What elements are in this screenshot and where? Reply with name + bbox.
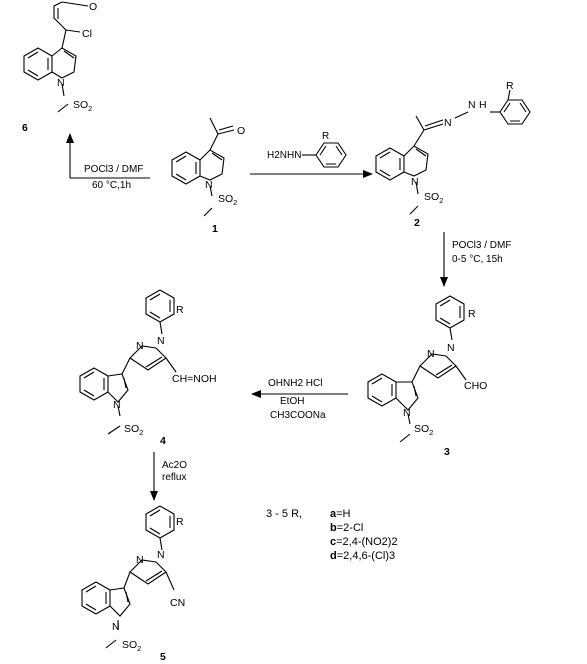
compound-4-number: 4 (160, 435, 166, 447)
legend-a: a=H (330, 508, 351, 520)
c5-nitrogen: N (112, 621, 120, 633)
to4-line1: OHNH2 HCl (268, 378, 322, 389)
legend-c: c=2,4-(NO2)2 (330, 536, 398, 548)
c3-cho: CHO (464, 380, 487, 392)
c5-r: R (176, 516, 184, 528)
hydrazine-r: R (322, 131, 329, 142)
c4-r: R (176, 304, 184, 316)
substituent-legend: 3 - 5 R, a=H b=2-Cl c=2,4-(NO2)2 d=2,4,6… (266, 508, 398, 562)
compound-6-number: 6 (22, 122, 28, 134)
phenylhydrazine-reagent: H2NHN R (267, 131, 347, 168)
c3-so2: SO2 (414, 423, 433, 437)
c2-nitrogen: N (411, 176, 419, 188)
c6-cho-bond (61, 1, 89, 7)
c2-n2: N (468, 99, 476, 111)
compound-1-number: 1 (212, 223, 218, 235)
c2-h: H (479, 99, 487, 111)
c3-n1: N (447, 342, 455, 354)
c4-so2: SO2 (124, 423, 143, 437)
compound-2-number: 2 (414, 217, 420, 229)
c5-so2: SO2 (122, 639, 141, 653)
c1-oxygen: O (237, 125, 245, 137)
to6-line1: POCl3 / DMF (84, 164, 143, 175)
to5-line1: Ac2O (162, 460, 187, 471)
c4-nitrogen: N (113, 399, 121, 411)
c3-nitrogen: N (403, 407, 411, 419)
hydrazine-label: H2NHN (267, 150, 301, 161)
compound-3-number: 3 (444, 446, 450, 458)
to4-line2: EtOH (280, 396, 304, 407)
compound-3: R N N CHO N SO2 3 (367, 295, 487, 458)
c1-so2: SO2 (218, 193, 237, 207)
c6-chlorine: Cl (82, 28, 92, 40)
c5-n2: N (136, 554, 144, 566)
c5-n1: N (157, 549, 165, 561)
legend-b: b=2-Cl (330, 522, 363, 534)
to3-line2: 0-5 °C, 15h (452, 254, 503, 265)
c1-nitrogen: N (205, 179, 213, 191)
c4-n2: N (136, 340, 144, 352)
c2-n1: N (444, 117, 452, 129)
compound-4: R N N CH=NOH N SO2 4 (79, 289, 217, 447)
to4-line3: CH3COONa (270, 410, 326, 421)
to3-line1: POCl3 / DMF (452, 240, 511, 251)
compound-2: N N H R N SO2 2 (375, 80, 531, 229)
c6-so2: SO2 (73, 99, 92, 113)
compound-5-number: 5 (160, 651, 166, 663)
c4-oxime: CH=NOH (172, 373, 217, 385)
compound-1: O N SO2 1 (171, 117, 245, 235)
legend-d: d=2,4,6-(Cl)3 (330, 550, 395, 562)
legend-head: 3 - 5 R, (266, 508, 302, 520)
c6-oxygen: O (89, 1, 97, 13)
compound-6: O Cl N SO2 6 (22, 1, 97, 134)
compound-5: R N N CN N SO2 5 (81, 505, 185, 663)
to5-line2: reflux (162, 472, 186, 483)
to6-line2: 60 °C,1h (92, 180, 131, 191)
c6-nitrogen: N (57, 77, 65, 89)
c3-r: R (468, 308, 476, 320)
c3-n2: N (427, 348, 435, 360)
c2-so2: SO2 (424, 191, 443, 205)
c4-n1: N (157, 335, 165, 347)
c2-r: R (506, 80, 514, 92)
c5-cn: CN (170, 597, 185, 609)
